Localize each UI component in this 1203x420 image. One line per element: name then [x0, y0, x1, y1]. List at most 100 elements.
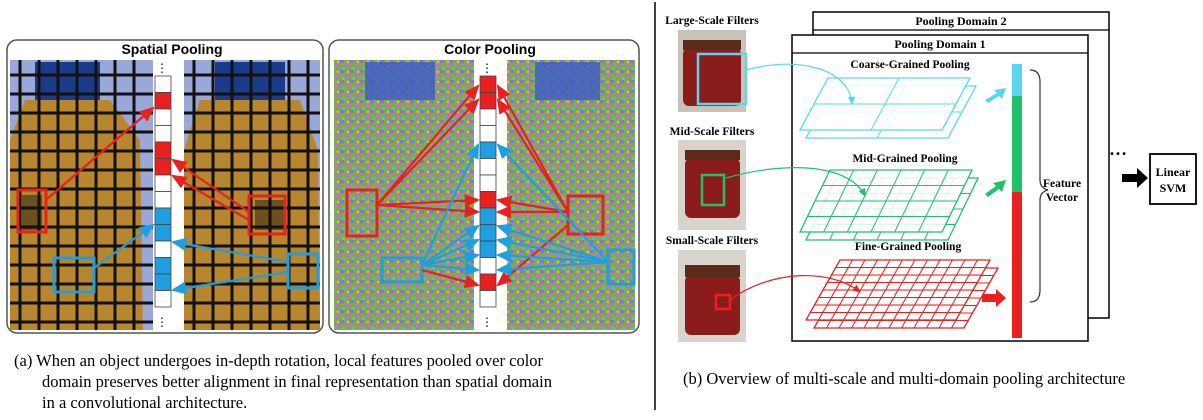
spatial-feature-vector [154, 75, 172, 308]
mid-grained-pooling-label: Mid-Grained Pooling [852, 153, 957, 165]
color-arrow-blue-left [421, 224, 480, 266]
feature-vector-fine [1012, 192, 1022, 338]
small-filter-arrow [729, 274, 861, 301]
color-arrow-blue-right [495, 249, 609, 264]
spatial-vector-cell [154, 125, 172, 143]
color-arrow-red-right [496, 98, 569, 213]
color-vector-cell [479, 191, 497, 209]
spatial-vector-cell [154, 75, 172, 93]
color-vector-cell [479, 174, 497, 192]
spatial-region-blue-left [52, 256, 96, 294]
coarse-grid-front [798, 77, 972, 131]
fine-to-vector-arrow [982, 289, 1006, 307]
feature-vector-brace [1029, 69, 1049, 303]
spatial-vector-ellipsis-top: ⋮ [156, 61, 168, 75]
spatial-region-red-right [247, 194, 287, 236]
linear-svm-label-2: SVM [1160, 181, 1187, 195]
color-arrow-blue-left [421, 262, 481, 276]
spatial-vector-cell [154, 257, 172, 275]
color-pooling-title: Color Pooling [444, 41, 536, 57]
color-region-red-right [566, 194, 605, 236]
coarse-grained-pooling-label: Coarse-Grained Pooling [850, 59, 969, 71]
bottle-image-left [10, 60, 153, 330]
fine-grid-front [804, 259, 992, 321]
color-arrow-red-left [376, 98, 480, 206]
color-vector-cell [479, 273, 497, 291]
feature-vector-label-2: Vector [1046, 192, 1078, 204]
color-arrows [376, 84, 609, 288]
spatial-vector-cell [154, 240, 172, 258]
color-vector-cell [479, 224, 497, 242]
spatial-vector-cell [154, 207, 172, 225]
spatial-arrow-red-2 [171, 158, 250, 213]
spatial-arrow-blue-3 [170, 270, 289, 295]
mid-scale-filters-label: Mid-Scale Filters [670, 126, 755, 138]
feature-vector-mid [1012, 96, 1022, 192]
color-arrow-blue-right [495, 236, 609, 264]
mug-thumbnail-mid [678, 140, 746, 230]
color-vector-cell [479, 92, 497, 110]
color-arrow-red-left [376, 84, 480, 206]
color-image-left [334, 60, 474, 330]
spatial-vector-cell [154, 174, 172, 192]
large-scale-filters-label: Large-Scale Filters [665, 15, 759, 27]
small-scale-filters-label: Small-Scale Filters [666, 235, 759, 247]
color-arrow-red-right [495, 195, 569, 214]
spatial-vector-cell [154, 92, 172, 110]
color-arrow-blue-right [495, 260, 609, 276]
spatial-arrow-red-1 [45, 106, 155, 201]
color-vector-cell [479, 75, 497, 93]
spatial-vector-cell [154, 141, 172, 159]
spatial-arrow-blue-2 [170, 237, 289, 264]
coarse-to-vector-arrow [985, 88, 1006, 103]
mid-to-vector-arrow [985, 180, 1006, 197]
spatial-vector-cell [154, 158, 172, 176]
feature-vector-coarse [1012, 64, 1022, 96]
color-feature-vector [479, 75, 497, 308]
spatial-vector-cell [154, 108, 172, 126]
spatial-arrow-blue-1 [93, 223, 155, 269]
color-arrow-blue-left [421, 250, 481, 267]
spatial-vector-cell [154, 224, 172, 242]
spatial-region-blue-right [286, 252, 320, 290]
color-arrow-blue-right [496, 143, 609, 263]
spatial-vector-cell [154, 191, 172, 209]
mid-filter-arrow [725, 167, 866, 198]
color-vector-ellipsis-bottom: ⋮ [481, 315, 493, 329]
color-arrow-blue-right [495, 223, 609, 264]
caption-a-line-2: domain preserves better alignment in fin… [42, 372, 552, 391]
color-vector-cell [479, 108, 497, 126]
color-arrow-red-left [376, 203, 481, 218]
linear-svm-label-1: Linear [1156, 165, 1191, 179]
pooling-domain-1-label: Pooling Domain 1 [894, 37, 985, 51]
spatial-arrows [45, 106, 289, 295]
spatial-region-red-left [16, 188, 48, 234]
color-arrow-red-left [376, 194, 481, 208]
feature-vector-label-1: Feature [1043, 178, 1081, 190]
color-vector-cell [479, 257, 497, 275]
color-vector-cell [479, 158, 497, 176]
caption-a-line-1: (a) When an object undergoes in-depth ro… [14, 351, 544, 370]
mug-thumbnail-large [678, 30, 748, 112]
caption-a-line-3: in a convolutional architecture. [42, 393, 248, 412]
color-vector-ellipsis-top: ⋮ [481, 61, 493, 75]
color-vector-cell [479, 125, 497, 143]
linear-svm-box [1149, 153, 1197, 205]
mid-grid-front [798, 169, 974, 233]
spatial-vector-cell [154, 290, 172, 308]
color-vector-cell [479, 141, 497, 159]
color-arrow-blue-left [421, 143, 479, 266]
caption-b: (b) Overview of multi-scale and multi-do… [683, 369, 1126, 388]
fine-grained-pooling-label: Fine-Grained Pooling [855, 241, 962, 253]
color-arrow-red-bottom-left [421, 268, 481, 288]
color-vector-cell [479, 240, 497, 258]
large-filter-arrow [745, 63, 856, 106]
color-vector-cell [479, 207, 497, 225]
pooling-domain-2-label: Pooling Domain 2 [915, 14, 1006, 28]
spatial-pooling-title: Spatial Pooling [121, 41, 222, 57]
spatial-vector-ellipsis-bottom: ⋮ [156, 315, 168, 329]
to-svm-arrow [1122, 168, 1148, 188]
color-region-red-left [345, 188, 379, 238]
spatial-arrow-red-3 [171, 174, 250, 221]
